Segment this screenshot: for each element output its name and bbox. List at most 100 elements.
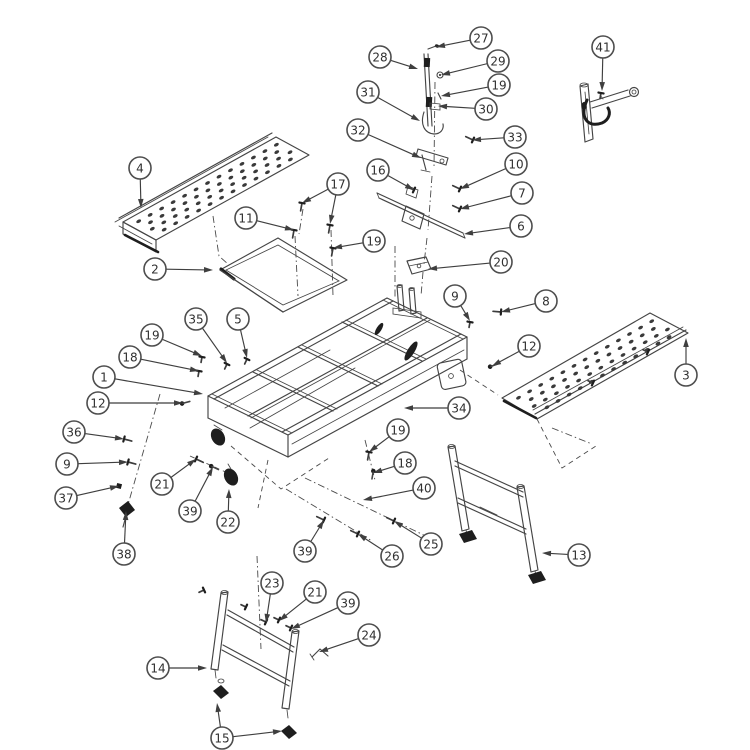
callout-24: 24 (319, 623, 381, 652)
balloon-number: 18 (397, 456, 412, 470)
bolt-glyph (492, 308, 503, 316)
balloon-circle (380, 544, 404, 568)
callout-10: 10 (460, 152, 528, 189)
leader-arrowhead (460, 204, 470, 210)
leader-arrowhead (118, 459, 128, 466)
leader-arrowhead (192, 349, 202, 356)
bolt-glyph (385, 516, 397, 525)
balloon-number: 33 (507, 130, 522, 144)
balloon-number: 14 (150, 661, 165, 675)
balloon-number: 7 (518, 186, 526, 200)
balloon-number: 21 (154, 477, 169, 491)
balloon-number: 37 (58, 491, 73, 505)
balloon-number: 27 (473, 31, 488, 45)
callout-40: 40 (363, 476, 436, 502)
balloon-circle (260, 571, 284, 595)
balloon-number: 34 (451, 401, 466, 415)
balloon-circle (567, 543, 591, 567)
balloon-circle (487, 73, 511, 97)
balloon-circle (92, 365, 116, 389)
balloon-circle (54, 486, 78, 510)
bolt-glyph (223, 361, 231, 370)
balloon-number: 39 (297, 544, 312, 558)
balloon-circle (366, 158, 390, 182)
balloon-circle (55, 452, 79, 476)
ramp-right-perforations (516, 319, 672, 410)
balloon-circle (210, 726, 234, 750)
balloon-circle (368, 45, 392, 69)
callout-7: 7 (460, 181, 534, 210)
balloon-circle (346, 118, 370, 142)
callout-29: 29 (441, 49, 510, 76)
balloon-number: 26 (384, 549, 399, 563)
callout-9: 9 (55, 452, 128, 476)
leader-arrowhead (137, 198, 144, 208)
bolt-glyph (329, 246, 337, 257)
bolt-glyph (365, 450, 373, 461)
leader-arrowhead (114, 434, 124, 441)
leader-arrowhead (272, 729, 282, 735)
callout-4: 4 (128, 156, 152, 208)
balloon-number: 23 (264, 576, 279, 590)
balloon-number: 30 (478, 102, 493, 116)
balloon-number: 39 (182, 504, 197, 518)
leader-arrowhead (542, 550, 552, 557)
callout-9: 9 (443, 284, 470, 321)
balloon-circle (517, 334, 541, 358)
callout-12: 12 (86, 391, 183, 415)
balloon-number: 38 (116, 547, 131, 561)
leader-arrowhead (193, 389, 203, 396)
balloon-number: 16 (370, 163, 385, 177)
callout-27: 27 (436, 26, 493, 50)
bolt-glyph (243, 356, 251, 365)
callout-21: 21 (279, 580, 327, 621)
bolt-glyph (290, 228, 298, 239)
balloon-circle (303, 580, 327, 604)
bolt-glyph (371, 468, 376, 480)
leader-arrowhead (219, 354, 227, 363)
balloon-number: 10 (508, 157, 523, 171)
callout-23: 23 (260, 571, 284, 623)
callout-31: 31 (356, 80, 420, 121)
callout-35: 35 (184, 307, 227, 363)
bolt-glyph (208, 463, 220, 471)
balloon-number: 25 (423, 537, 438, 551)
callout-14: 14 (146, 656, 207, 680)
bolt-glyph (642, 348, 651, 356)
part-rod-assembly (415, 44, 449, 173)
leader-arrowhead (215, 703, 222, 713)
balloon-number: 19 (390, 423, 405, 437)
bolt-glyph (122, 435, 133, 443)
balloon-number: 29 (490, 54, 505, 68)
balloon-number: 39 (340, 596, 355, 610)
balloon-number: 8 (542, 294, 550, 308)
callout-2: 2 (143, 257, 213, 281)
balloon-number: 6 (517, 219, 525, 233)
leader-arrowhead (291, 622, 301, 629)
leader-arrowhead (279, 613, 288, 621)
bolt-glyph (193, 455, 205, 464)
leader-arrowhead (464, 229, 474, 236)
callout-16: 16 (366, 158, 414, 190)
leader-arrowhead (316, 520, 324, 530)
leader-arrowhead (394, 521, 404, 529)
leader-arrowhead (242, 348, 248, 358)
balloon-circle (674, 363, 698, 387)
leader-arrowhead (441, 91, 451, 98)
leader-arrowhead (363, 495, 373, 502)
callout-37: 37 (54, 485, 119, 510)
bolt-glyph (195, 369, 203, 378)
balloon-circle (443, 284, 467, 308)
bolt-glyph (597, 91, 605, 100)
part-leg-left (210, 590, 329, 739)
leader-arrowhead (122, 511, 129, 521)
leader-arrowhead (462, 311, 470, 321)
callout-19: 19 (140, 323, 202, 356)
bolt-glyph (285, 624, 294, 632)
balloon-number: 31 (360, 85, 375, 99)
leader-arrowhead (225, 489, 232, 499)
callout-39: 39 (293, 520, 324, 563)
bolt-glyph (240, 603, 249, 611)
balloon-circle (62, 420, 86, 444)
callout-28: 28 (368, 45, 418, 69)
